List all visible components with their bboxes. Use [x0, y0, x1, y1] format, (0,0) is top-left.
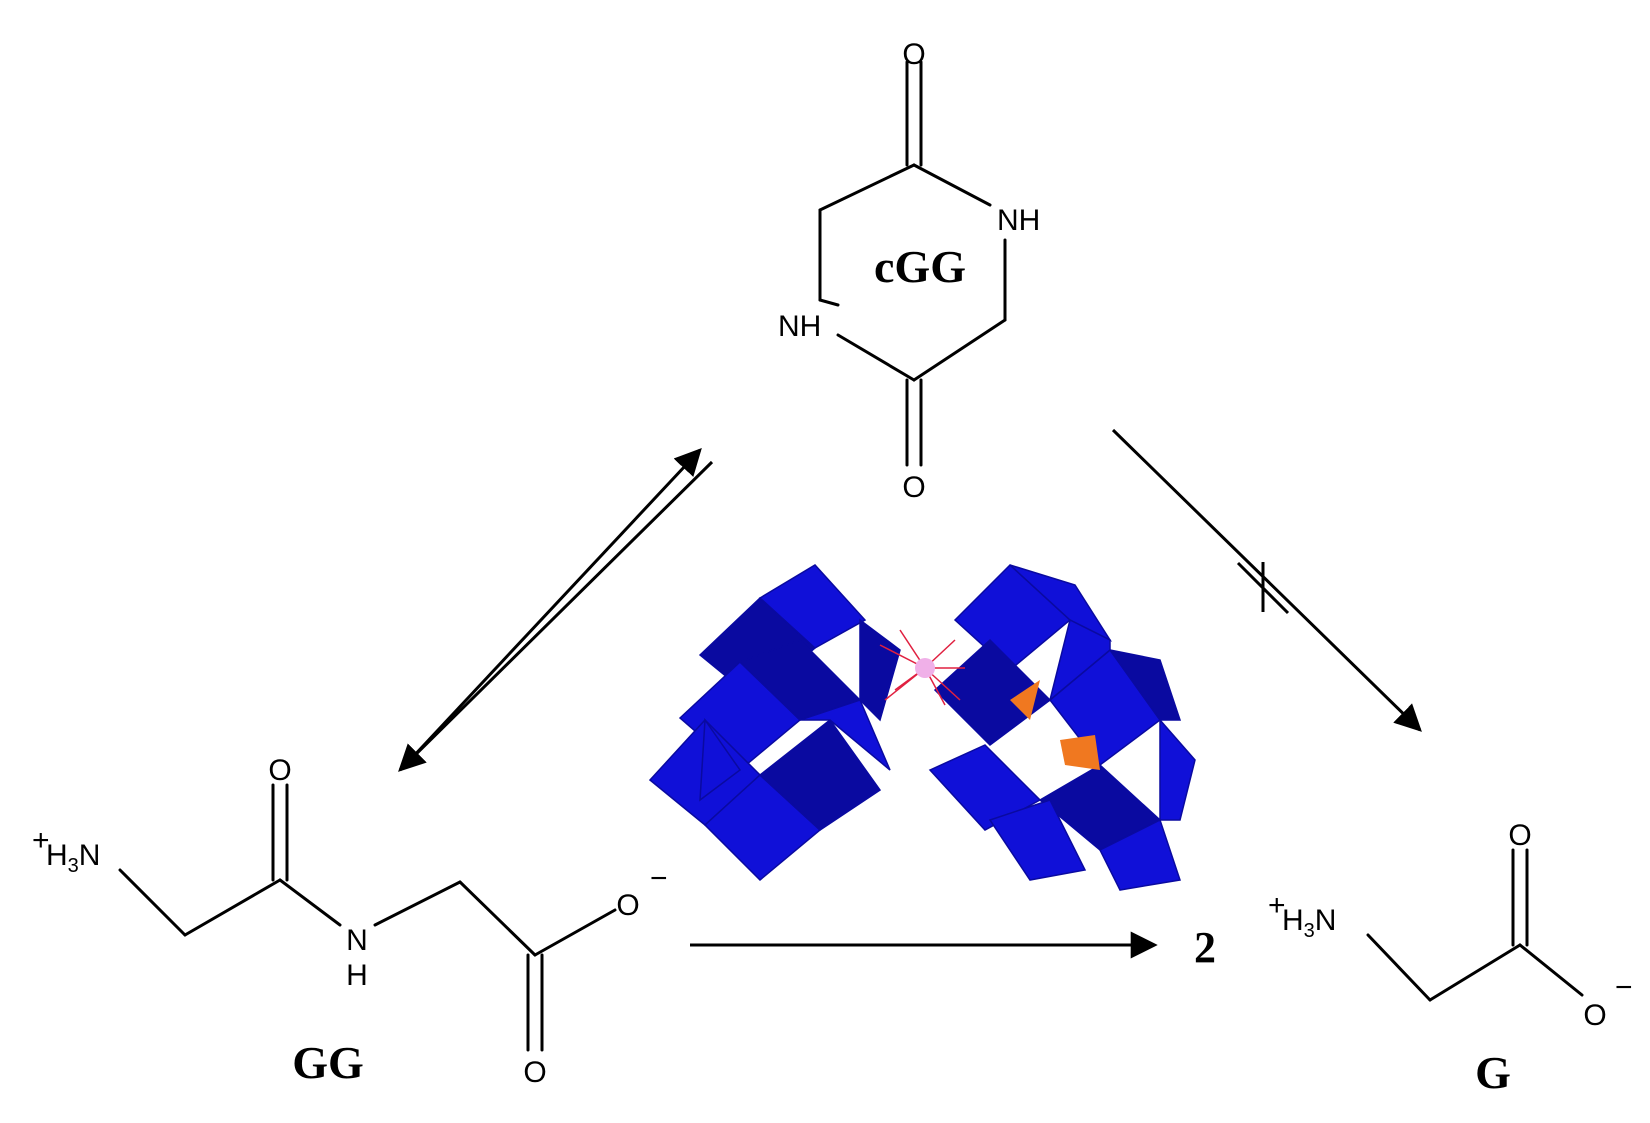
- g-oxygen-minus: O: [1583, 999, 1606, 1032]
- g-amine: H3N: [1282, 904, 1336, 942]
- g-label: G: [1475, 1047, 1511, 1098]
- g-molecule: 2 + H3N O O − G: [1194, 819, 1633, 1098]
- gg-amide-h: H: [346, 959, 368, 992]
- g-oxygen-carbonyl: O: [1508, 819, 1531, 852]
- cgg-nh-right: NH: [997, 204, 1040, 237]
- reversible-arrow: [398, 448, 714, 772]
- central-metal-ion: [915, 658, 935, 678]
- polyhedron: [758, 564, 867, 649]
- polyhedron: [1159, 718, 1196, 821]
- g-minus-sign: −: [1615, 971, 1633, 1004]
- gg-oxygen-amide: O: [268, 754, 291, 787]
- gg-amine: H3N: [46, 839, 100, 877]
- gg-oxygen-carboxyl: O: [523, 1056, 546, 1089]
- polyhedron: [859, 618, 901, 722]
- gg-amide-n: N: [346, 924, 368, 957]
- blocked-arrow: [1111, 428, 1422, 732]
- gg-amine-charge: +: [32, 824, 50, 857]
- polyhedron: [699, 717, 742, 802]
- gg-oxygen-minus: O: [616, 889, 639, 922]
- polyhedron: [1048, 618, 1111, 703]
- cgg-label: cGG: [874, 241, 966, 292]
- polyhedron: [988, 799, 1087, 881]
- cgg-molecule: O NH NH O cGG: [778, 38, 1040, 504]
- heteroatom-tetrahedron: [1060, 735, 1100, 770]
- gg-label: GG: [292, 1037, 364, 1088]
- polyhedron: [799, 699, 891, 771]
- gg-minus-sign: −: [650, 862, 668, 895]
- polyhedron: [758, 718, 882, 831]
- gg-molecule: + H3N O N H O − O GG: [32, 754, 668, 1089]
- polyoxometalate-catalyst: [648, 563, 1196, 891]
- cgg-oxygen-top: O: [902, 38, 925, 71]
- cgg-nh-left: NH: [778, 310, 821, 343]
- g-amine-charge: +: [1268, 889, 1286, 922]
- g-coefficient: 2: [1194, 923, 1216, 972]
- polyhedron: [1108, 648, 1182, 721]
- heteroatom-tetrahedron: [1010, 680, 1040, 720]
- cgg-oxygen-bottom: O: [902, 471, 925, 504]
- polyhedron: [1098, 818, 1181, 891]
